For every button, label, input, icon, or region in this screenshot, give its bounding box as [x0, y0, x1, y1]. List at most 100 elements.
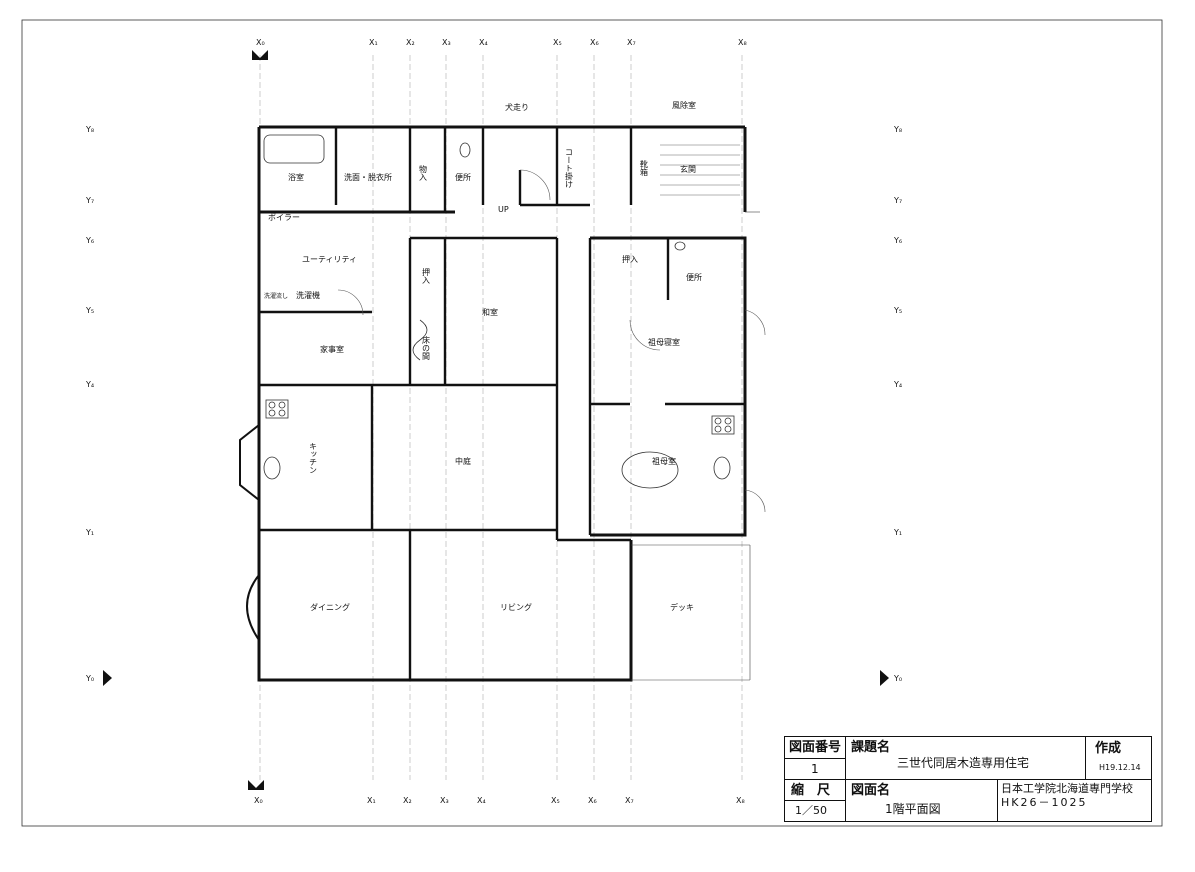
x-label-1-top: X₁ [369, 38, 378, 47]
y-axis-right: Y₈ Y₇ Y₆ Y₅ Y₄ Y₁ Y₀ [893, 125, 902, 683]
room-inubashiri: 犬走り [505, 102, 529, 112]
room-utility: ユーティリティ [302, 255, 357, 264]
x-label-7-bottom: X₇ [625, 796, 634, 805]
x-label-2-top: X₂ [406, 38, 415, 47]
room-sentakutana: 洗濯流し [264, 292, 288, 300]
y-label-4-left: Y₄ [85, 380, 94, 389]
y-label-5-right: Y₅ [893, 306, 902, 315]
created-label: 作成 [1095, 741, 1122, 756]
room-yokushitsu: 浴室 [288, 172, 304, 182]
x-label-4-top: X₄ [479, 38, 488, 47]
drawing-no-label: 図面番号 [789, 740, 842, 755]
drawing-name-label: 図面名 [851, 783, 891, 798]
tokonoma-pattern [412, 319, 428, 361]
y-label-5-left: Y₅ [85, 306, 94, 315]
kitchen-bay-window [239, 424, 260, 501]
interior-walls [259, 127, 745, 680]
room-fujoshitsu: 風除室 [672, 100, 696, 110]
room-dining: ダイニング [310, 602, 350, 612]
room-monoire: 物入 [419, 164, 428, 181]
door-swings [337, 169, 766, 513]
dining-table-icon [621, 451, 679, 489]
x-label-5-top: X₅ [553, 38, 562, 47]
room-kajishitsu: 家事室 [320, 344, 344, 354]
x-axis-bottom: X₀ X₁ X₂ X₃ X₄ X₅ X₆ X₇ X₈ [254, 796, 745, 805]
room-sentakuki: 洗濯機 [296, 290, 320, 300]
x-label-0-bottom: X₀ [254, 796, 263, 805]
x-label-4-bottom: X₄ [477, 796, 486, 805]
y-label-6-left: Y₆ [85, 236, 94, 245]
x-label-5-bottom: X₅ [551, 796, 560, 805]
tb-divider-v3 [1085, 737, 1086, 779]
axis-marker-left-icon [103, 670, 112, 686]
y-label-1-left: Y₁ [85, 528, 94, 537]
room-coat: コート掛け [565, 148, 574, 188]
title-block: 図面番号 1 課題名 三世代同居木造専用住宅 作成 H19.12.14 縮 尺 … [784, 736, 1152, 822]
room-oshiire1: 押入 [422, 267, 431, 284]
room-up: UP [498, 205, 509, 214]
student-id: HK26－1025 [1001, 796, 1088, 809]
y-label-8-left: Y₈ [85, 125, 94, 134]
x-label-1-bottom: X₁ [367, 796, 376, 805]
room-kitchen: キッチン [309, 442, 318, 474]
toilet-icon [459, 142, 471, 158]
created-date: H19.12.14 [1099, 763, 1141, 772]
fixtures [263, 134, 735, 489]
y-label-0-left: Y₀ [85, 674, 94, 683]
tb-divider-h3 [785, 800, 845, 801]
room-washitsu: 和室 [482, 307, 498, 317]
scale-label: 縮 尺 [791, 783, 831, 798]
sink-grandma-icon [713, 456, 731, 480]
drawing-no: 1 [811, 762, 819, 776]
room-boiler: ボイラー [268, 213, 300, 222]
room-kutsubako: 靴箱 [640, 159, 649, 177]
axis-marker-icons [103, 50, 889, 790]
x-label-7-top: X₇ [627, 38, 636, 47]
tb-divider-h2 [785, 758, 845, 759]
axis-marker-right-icon [880, 670, 889, 686]
x-label-3-top: X₃ [442, 38, 451, 47]
toilet2-icon [674, 241, 686, 251]
x-label-6-bottom: X₆ [588, 796, 597, 805]
room-living: リビング [500, 602, 532, 612]
room-sobo-shitsu: 祖母室 [652, 456, 676, 466]
room-oshiire2: 押入 [622, 254, 638, 264]
sheet-border [21, 19, 1163, 827]
room-nakaniwa: 中庭 [455, 456, 471, 466]
project-label: 課題名 [851, 740, 891, 755]
x-label-0-top: X₀ [256, 38, 265, 47]
tb-divider-h1 [785, 779, 1151, 780]
room-senmen: 洗面・脱衣所 [344, 172, 392, 182]
drawing-name: 1階平面図 [885, 802, 941, 816]
y-label-7-left: Y₇ [85, 196, 94, 205]
room-tokonoma: 床の間 [422, 335, 431, 361]
x-label-8-top: X₈ [738, 38, 747, 47]
y-label-4-right: Y₄ [893, 380, 902, 389]
x-axis-top: X₀ X₁ X₂ X₃ X₄ X₅ X₆ X₇ X₈ [256, 38, 747, 47]
stove-grandma-icon [711, 415, 735, 435]
y-label-7-right: Y₇ [893, 196, 902, 205]
scale-value: 1／50 [795, 804, 827, 817]
axis-marker-bottom-icon [248, 780, 264, 790]
axis-marker-top-icon [252, 50, 268, 60]
x-label-3-bottom: X₃ [440, 796, 449, 805]
room-benjo1: 便所 [455, 172, 471, 182]
room-labels: 犬走り 風除室 浴室 洗面・脱衣所 物入 便所 コート掛け 靴箱 玄関 UP ボ… [264, 100, 702, 612]
deck-lines [631, 211, 760, 681]
bathtub-icon [263, 134, 325, 164]
y-label-8-right: Y₈ [893, 125, 902, 134]
x-label-6-top: X₆ [590, 38, 599, 47]
grid-lines [259, 55, 743, 780]
tb-divider-v2 [997, 779, 998, 821]
y-label-1-right: Y₁ [893, 528, 902, 537]
x-label-2-bottom: X₂ [403, 796, 412, 805]
room-deck: デッキ [670, 602, 694, 612]
stove-kitchen-icon [265, 399, 289, 419]
sink-kitchen-icon [263, 456, 281, 480]
project-name: 三世代同居木造専用住宅 [897, 756, 1030, 770]
dining-bay-window [246, 574, 260, 641]
genkan-hatching [660, 144, 740, 196]
y-label-6-right: Y₆ [893, 236, 902, 245]
x-label-8-bottom: X₈ [736, 796, 745, 805]
